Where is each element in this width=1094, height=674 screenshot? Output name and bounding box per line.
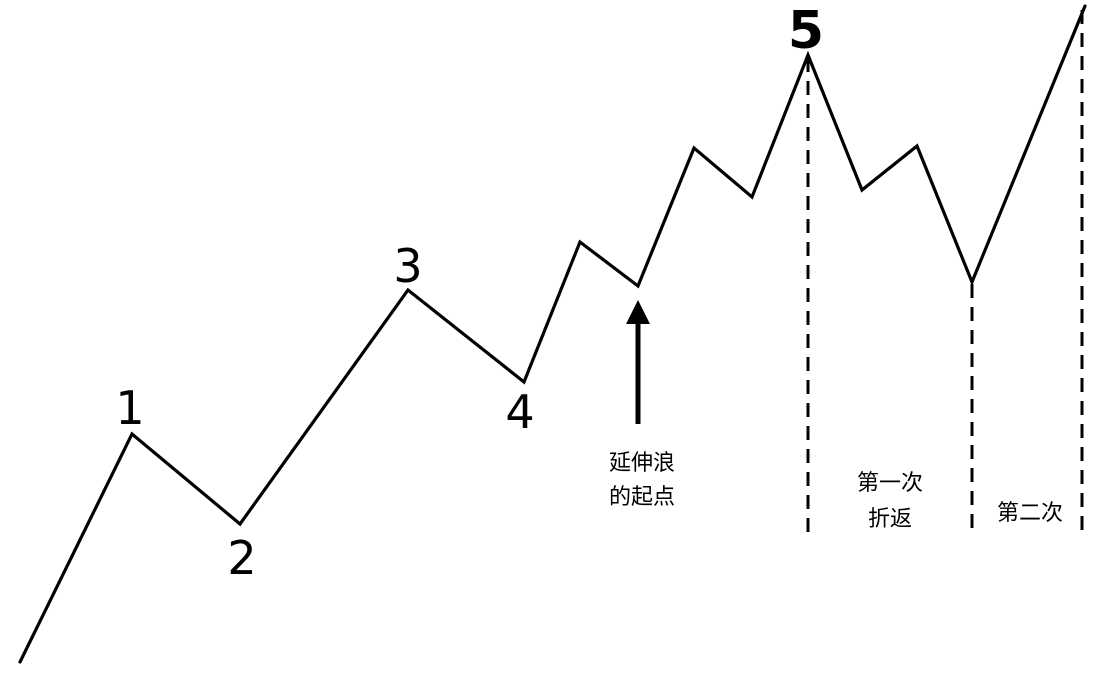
arrow-up-icon bbox=[626, 300, 650, 324]
wave-label-5: 5 bbox=[788, 1, 824, 61]
second-retracement-line1: 第二次 bbox=[997, 501, 1063, 526]
first-retracement-line2: 折返 bbox=[868, 507, 912, 532]
wave-label-1: 1 bbox=[115, 381, 144, 435]
wave-label-2: 2 bbox=[227, 531, 256, 585]
first-retracement-line1: 第一次 bbox=[857, 471, 923, 496]
wave-label-4: 4 bbox=[505, 385, 534, 439]
extension-start-line1: 延伸浪 bbox=[609, 451, 675, 476]
wave-label-3: 3 bbox=[393, 239, 422, 293]
wave-price-path bbox=[18, 4, 1087, 664]
extension-start-line2: 的起点 bbox=[609, 485, 675, 510]
